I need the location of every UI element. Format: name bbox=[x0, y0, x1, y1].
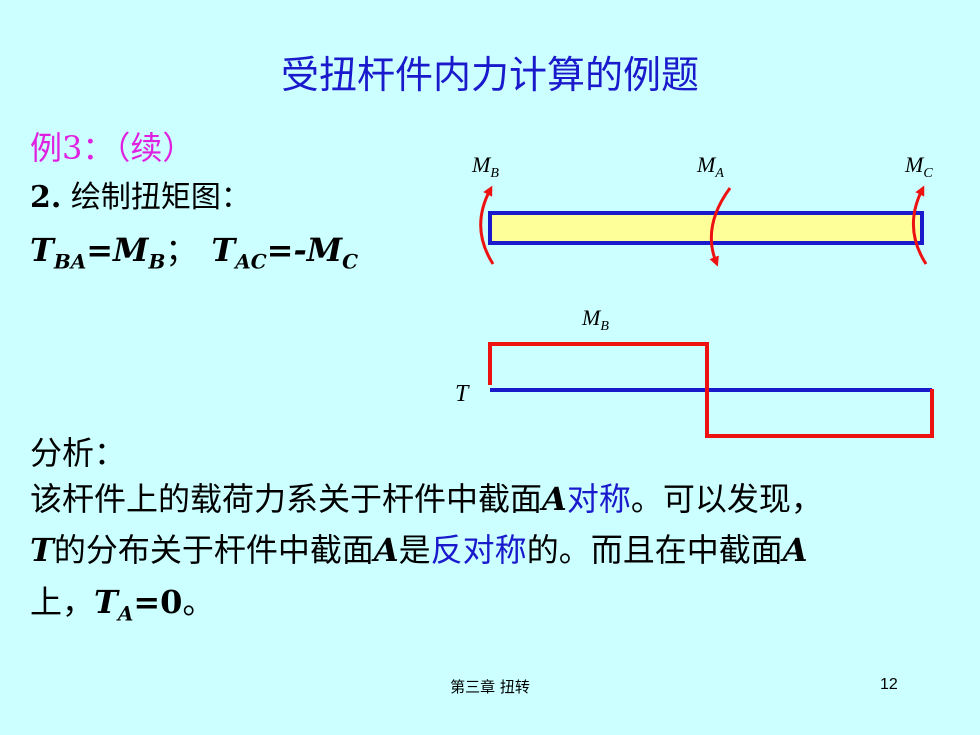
analysis-heading: 分析： bbox=[30, 434, 127, 472]
label-mc-top: MC bbox=[904, 152, 933, 181]
formula-eq2: =- bbox=[266, 231, 307, 269]
label-t-axis: T bbox=[455, 381, 470, 407]
step-number: 2. bbox=[30, 180, 62, 215]
formula-t1-sub: BA bbox=[53, 249, 87, 274]
torque-plot-line bbox=[488, 342, 934, 438]
p2-text-c: 的。而且在中截面 bbox=[526, 531, 783, 569]
p2-text-b: 是 bbox=[398, 531, 431, 569]
analysis-line-2: T的分布关于杆件中截面A是反对称的。而且在中截面A bbox=[30, 525, 808, 571]
label-mb-torque: MB bbox=[581, 305, 609, 334]
example-label: 例3：（续） bbox=[30, 129, 195, 167]
page-number: 12 bbox=[880, 676, 898, 693]
formula-m1: M bbox=[113, 231, 149, 269]
p3-t: T bbox=[94, 583, 118, 621]
footer-chapter: 第三章 扭转 bbox=[450, 678, 530, 696]
formula-t2-sub: AC bbox=[235, 249, 267, 274]
formula-m2-sub: C bbox=[342, 249, 359, 274]
shaft-bar bbox=[488, 211, 924, 245]
analysis-line-3: 上，TA=0。 bbox=[30, 577, 214, 625]
label-ma-top: MA bbox=[696, 152, 724, 181]
p1-section-a: A bbox=[542, 480, 567, 518]
p2-antisymmetric: 反对称 bbox=[430, 531, 527, 569]
moment-arrow-a bbox=[709, 187, 732, 267]
formula-t1: T bbox=[30, 231, 54, 269]
p1-symmetric: 对称 bbox=[566, 480, 631, 518]
formula-m1-sub: B bbox=[148, 249, 166, 274]
moment-arrow-b bbox=[479, 185, 495, 265]
step-text: 绘制扭矩图： bbox=[61, 180, 251, 215]
formula-m2: M bbox=[306, 231, 343, 269]
p3-text-a: 上， bbox=[30, 583, 95, 621]
p2-t: T bbox=[30, 531, 54, 569]
p3-text-b: =0 bbox=[133, 583, 183, 621]
p2-section-a2: A bbox=[782, 531, 808, 569]
formula-eq1: = bbox=[86, 231, 114, 269]
p3-t-sub: A bbox=[117, 601, 134, 626]
p2-section-a: A bbox=[373, 531, 399, 569]
label-mb-top: MB bbox=[471, 152, 499, 181]
moment-arrow-c bbox=[912, 185, 928, 265]
page-title: 受扭杆件内力计算的例题 bbox=[280, 53, 699, 97]
step-heading: 2. 绘制扭矩图： bbox=[30, 172, 251, 216]
analysis-line-1: 该杆件上的载荷力系关于杆件中截面A对称。可以发现， bbox=[30, 474, 823, 520]
formula-t2: T bbox=[211, 231, 236, 269]
p2-text-a: 的分布关于杆件中截面 bbox=[53, 531, 374, 569]
p3-text-c: 。 bbox=[182, 583, 215, 621]
p1-text-a: 该杆件上的载荷力系关于杆件中截面 bbox=[30, 480, 543, 518]
formula-separator: ； bbox=[165, 231, 198, 269]
torque-formula: TBA=MB；TAC=-MC bbox=[30, 225, 358, 273]
p1-text-b: 。可以发现， bbox=[630, 480, 823, 518]
